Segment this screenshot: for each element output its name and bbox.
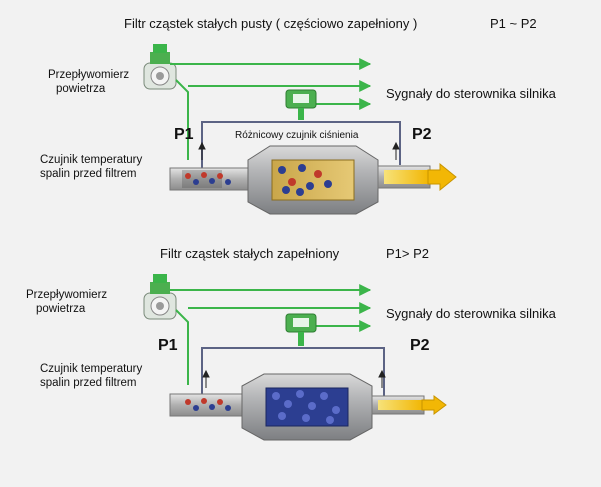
pressure-sensor-icon [285,313,317,346]
soot-particles-filter [278,164,332,196]
soot-particles-filter [272,390,340,424]
panel-1-title: Filtr cząstek stałych pusty ( częściowo … [124,16,418,31]
panel-2 [143,274,447,441]
soot-particles-inlet [185,172,231,185]
panel-2-p2: P2 [410,337,430,354]
soot-particles-inlet [185,398,231,411]
panel-2-p1: P1 [158,337,178,354]
airflow-meter-icon [143,274,177,320]
panel-1-diff-sensor-label: Różnicowy czujnik ciśnienia [235,130,359,141]
panel-1-temp-label-2: spalin przed filtrem [40,168,137,180]
exhaust-arrow-icon [421,395,447,415]
panel-1-airflow-label-2: powietrza [56,83,106,95]
panel-2-relation: P1> P2 [386,246,430,261]
panel-2-signals-label: Sygnały do sterownika silnika [386,306,556,321]
pressure-sensor-icon [285,89,317,120]
flow-arrow-icon [198,141,400,160]
panel-1 [143,44,457,215]
panel-1-temp-label-1: Czujnik temperatury [40,154,143,166]
panel-1-p1: P1 [174,126,194,143]
panel-2-airflow-label-2: powietrza [36,303,86,315]
panel-2-airflow-label-1: Przepływomierz [26,289,108,301]
exhaust-arrow-icon [427,162,457,192]
panel-1-signals-label: Sygnały do sterownika silnika [386,86,556,101]
airflow-meter-icon [143,44,177,90]
panel-2-temp-label-1: Czujnik temperatury [40,363,143,375]
panel-1-airflow-label-1: Przepływomierz [48,69,130,81]
signal-lines [170,284,372,385]
panel-1-relation: P1 ~ P2 [490,16,537,31]
panel-1-p2: P2 [412,126,432,143]
filter-assembly [169,145,431,215]
panel-2-temp-label-2: spalin przed filtrem [40,377,137,389]
flow-arrow-icon [202,369,386,388]
panel-2-title: Filtr cząstek stałych zapełniony [160,246,340,261]
pressure-lines [201,347,385,398]
filter-assembly [169,373,425,441]
